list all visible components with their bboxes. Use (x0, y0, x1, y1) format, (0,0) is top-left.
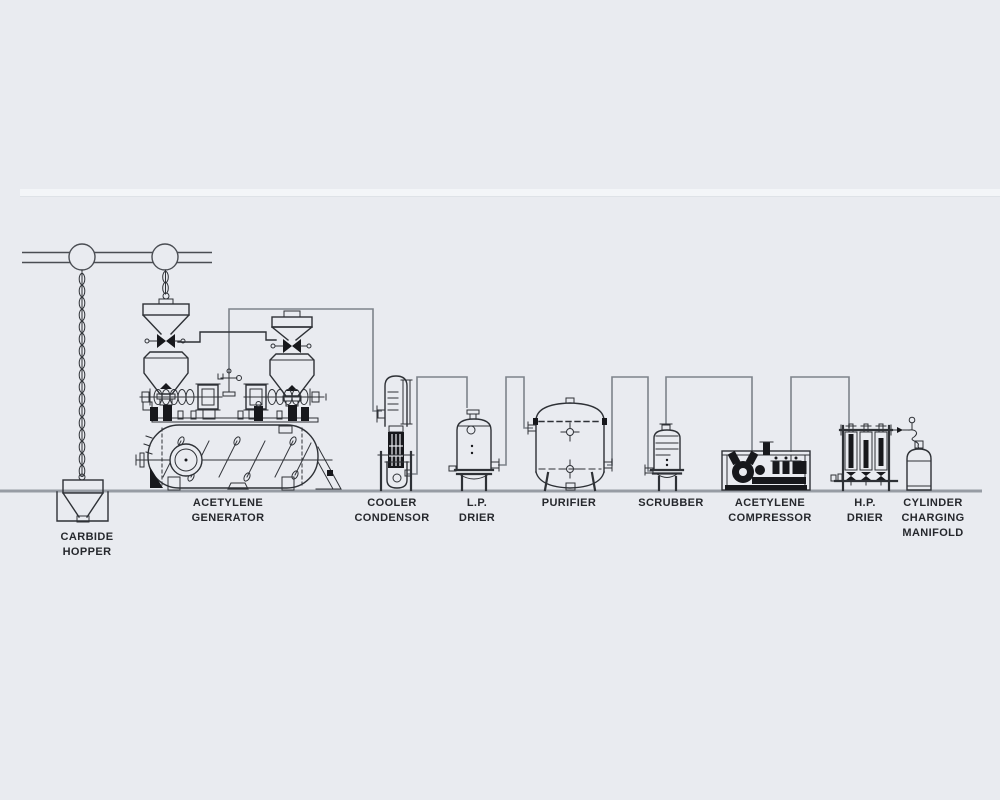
purifier (527, 397, 613, 492)
cylinder-charging-manifold-label: CHARGING (901, 512, 964, 524)
carbide-hopper-label: CARBIDE (61, 531, 114, 543)
acetylene-generator-label: ACETYLENE (193, 497, 263, 509)
equipment-labels: CARBIDE HOPPER ACETYLENE GENERATOR COOLE… (61, 497, 965, 558)
process-pipes (228, 308, 850, 475)
valve-cross-top (560, 422, 580, 442)
background-band (20, 189, 1000, 197)
trolley-right (151, 243, 179, 271)
cylinder-charging-manifold (902, 416, 932, 491)
hp-drier-label: H.P. (854, 497, 876, 509)
carbide-hopper-label: HOPPER (63, 546, 112, 558)
valve-cross-bottom (560, 459, 580, 479)
carbide-hopper (56, 479, 109, 523)
cylinder-charging-manifold-label: MANIFOLD (902, 527, 963, 539)
hoist-chain-right (162, 269, 169, 295)
hp-drier-label: DRIER (847, 512, 883, 524)
acetylene-generator (135, 401, 342, 491)
generator-feed-system (139, 292, 327, 420)
lp-drier-label: L.P. (467, 497, 487, 509)
scrubber (644, 423, 685, 492)
lp-drier (448, 409, 500, 492)
acetylene-compressor-label: COMPRESSOR (728, 512, 811, 524)
acetylene-compressor-label: ACETYLENE (735, 497, 805, 509)
gas-cylinder (906, 448, 932, 491)
purifier-label: PURIFIER (542, 497, 597, 509)
cylinder-charging-manifold-label: CYLINDER (903, 497, 962, 509)
cooler-condensor-label: CONDENSOR (354, 512, 429, 524)
cooler-condensor-label: COOLER (367, 497, 416, 509)
lp-drier-label: DRIER (459, 512, 495, 524)
trolley-left (68, 243, 96, 271)
cooler-condensor (376, 375, 415, 492)
monorail (22, 243, 212, 271)
hoist-chain-left (78, 269, 86, 481)
acetylene-generator-label: GENERATOR (192, 512, 265, 524)
pigtail-hose (908, 429, 920, 450)
pressure-gauge (908, 416, 916, 424)
acetylene-compressor (721, 441, 811, 491)
hp-drier (830, 423, 903, 492)
scrubber-label: SCRUBBER (638, 497, 704, 509)
